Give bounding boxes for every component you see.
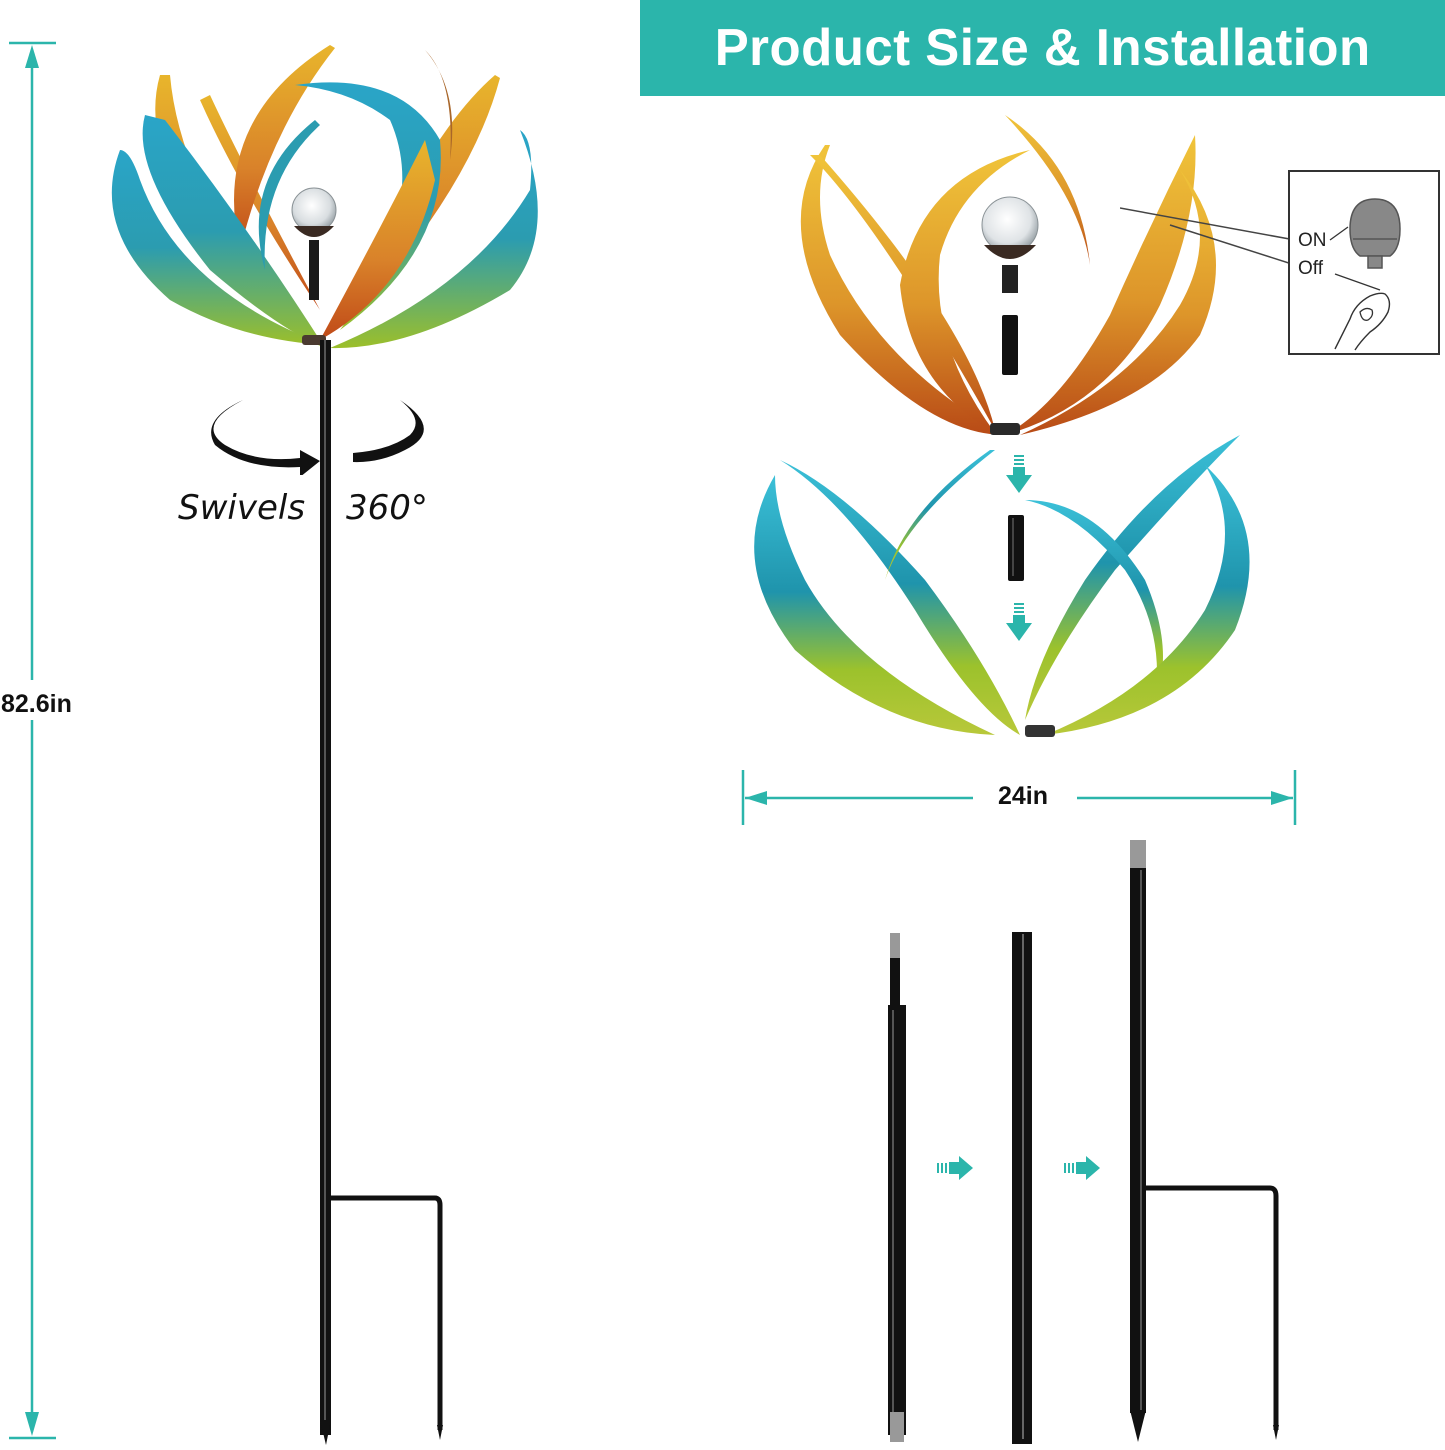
middle-pole (1012, 932, 1032, 1444)
swivels-degree-label: 360° (346, 488, 428, 528)
leader-lines (1120, 207, 1296, 266)
pinch-hand-icon (1334, 292, 1391, 351)
inset-pointer-lines (1329, 226, 1381, 291)
rotate-arrows-icon (211, 400, 424, 475)
height-dimension-line (9, 41, 56, 1440)
off-label: Off (1298, 258, 1323, 279)
down-arrow-icon (1006, 603, 1032, 641)
blue-green-petal-head-image (754, 435, 1250, 737)
bottom-stake (1130, 840, 1279, 1442)
swivels-label: Swivels (178, 488, 306, 528)
height-label: 82.6in (1, 690, 72, 719)
header-banner: Product Size & Installation (640, 0, 1445, 96)
width-dimension-line (741, 770, 1297, 825)
right-arrow-icon (937, 1156, 973, 1180)
width-label: 24in (998, 782, 1049, 811)
solar-light-bulb-icon (1349, 198, 1401, 269)
top-pole (888, 933, 906, 1442)
connector-tube (1008, 515, 1024, 581)
right-arrow-icon (1064, 1156, 1100, 1180)
page-title: Product Size & Installation (714, 19, 1371, 77)
down-arrow-icon (1006, 455, 1032, 493)
on-label: ON (1298, 230, 1327, 251)
gold-petal-head-image (800, 115, 1216, 435)
assembled-wind-spinner-image (111, 45, 538, 1445)
switch-inset: ON Off (1288, 170, 1440, 355)
assembly-poles (888, 840, 1279, 1444)
